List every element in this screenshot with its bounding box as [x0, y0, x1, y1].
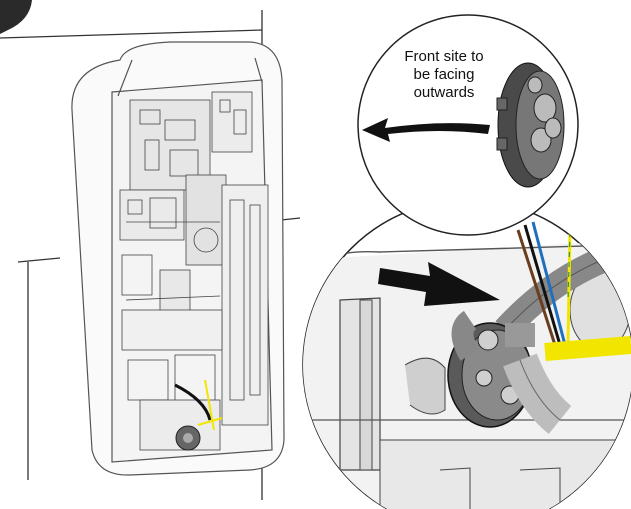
circuit-board — [119, 91, 269, 451]
callout-label: Front site to be facing outwards — [380, 48, 508, 102]
callout-line-2: be facing — [413, 66, 475, 83]
housing-grommet — [174, 379, 223, 451]
wire-blue — [531, 221, 567, 346]
step-badge — [0, 0, 32, 34]
magnified-detail — [302, 199, 631, 509]
callout-line-1: Front site to — [404, 48, 484, 65]
wire-green-yellow — [566, 227, 572, 346]
wire-brown — [516, 229, 557, 346]
direction-arrow — [378, 262, 500, 306]
rotate-arrow-icon — [362, 118, 490, 142]
grommet-orientation-detail — [357, 14, 579, 236]
callout-line-3: outwards — [413, 84, 475, 101]
wire-black — [523, 224, 562, 346]
